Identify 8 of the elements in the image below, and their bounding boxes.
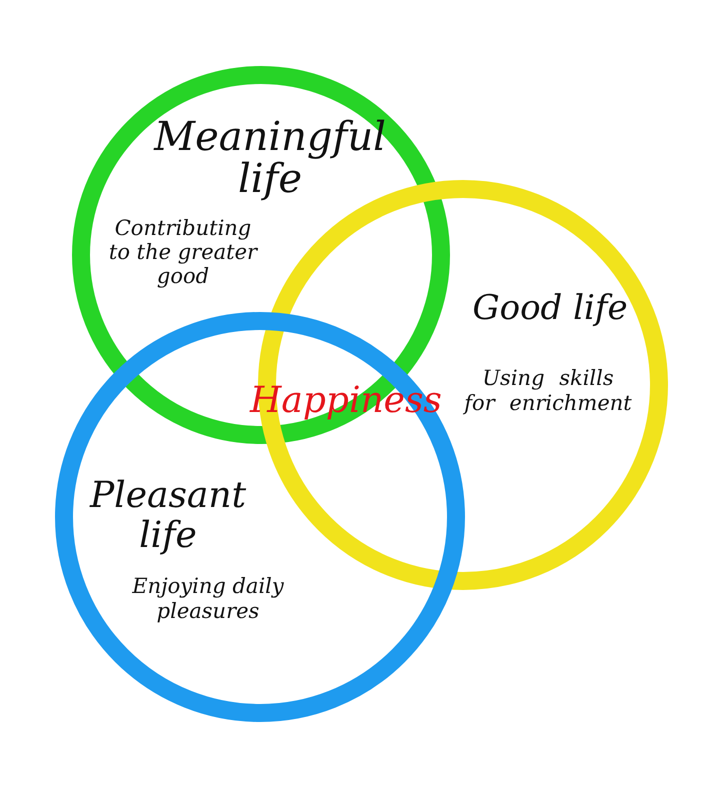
circle-description: Contributing to the greater good [108,216,259,288]
circle-title: Meaningful life [152,116,387,200]
circle-description: Using skills for enrichment [463,366,633,416]
circle-description: Enjoying daily pleasures [131,574,285,624]
circle-title: Good life [471,288,629,328]
circle-title: Pleasant life [88,476,248,556]
venn-circle [55,312,465,722]
venn-circle [72,66,450,444]
